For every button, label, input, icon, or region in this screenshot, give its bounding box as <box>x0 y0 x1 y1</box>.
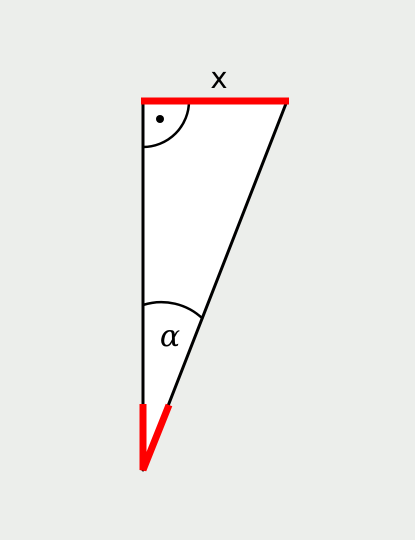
right-angle-arc <box>142 100 191 149</box>
right-angle-dot <box>156 115 164 123</box>
apex-highlight <box>139 403 173 472</box>
side-x-label: x <box>210 61 227 95</box>
angle-alpha-label: α <box>160 319 180 354</box>
angle-alpha-arc <box>142 300 204 320</box>
